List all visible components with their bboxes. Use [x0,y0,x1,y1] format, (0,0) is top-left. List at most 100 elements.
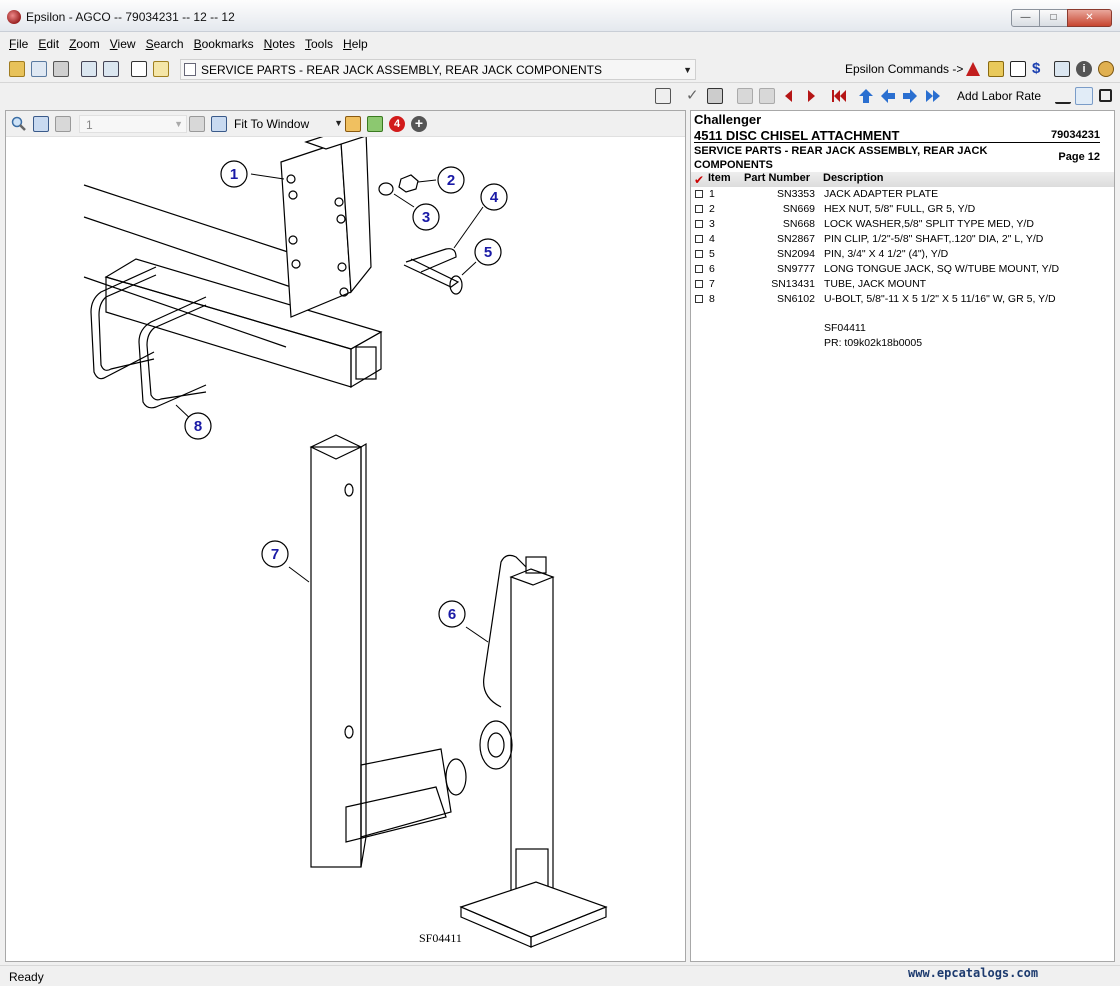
menu-search[interactable]: Search [145,37,184,51]
menu-view[interactable]: View [109,37,136,51]
hotspot-count-badge[interactable]: 4 [389,116,405,132]
bookmark-icon[interactable] [153,61,169,77]
header-divider [694,142,1100,143]
table-row[interactable]: 7 SN13431 TUBE, JACK MOUNT [691,277,1114,292]
info-icon[interactable]: i [1076,61,1092,77]
catalog-part-number: 79034231 [1051,129,1100,141]
parts-list-icon[interactable] [81,61,97,77]
row-checkbox[interactable] [695,235,703,243]
menu-edit[interactable]: Edit [38,37,60,51]
plate-hole [336,214,346,224]
table-row[interactable]: 1 SN3353 JACK ADAPTER PLATE [691,187,1114,202]
maximize-pane-icon[interactable] [1099,89,1112,102]
table-row[interactable]: 4 SN2867 PIN CLIP, 1/2"-5/8" SHAFT,.120"… [691,232,1114,247]
callout-4[interactable] [480,183,508,211]
jack-tube-mount-bore [487,732,505,758]
callout-7[interactable] [261,540,289,568]
menu-file[interactable]: File [9,37,29,51]
notes-edit-icon[interactable] [655,88,671,104]
open-folder-icon[interactable] [9,61,25,77]
table-row[interactable]: 2 SN669 HEX NUT, 5/8" FULL, GR 5, Y/D [691,202,1114,217]
menu-bookmarks[interactable]: Bookmarks [193,37,254,51]
column-part-number[interactable]: Part Number [744,172,811,184]
hex-nut [398,174,419,193]
callout-4-label: 4 [490,189,499,206]
callout-2[interactable] [437,166,465,194]
restore-pane-min-icon[interactable] [1055,88,1071,104]
callout-6-label: 6 [448,606,456,623]
table-row[interactable]: 3 SN668 LOCK WASHER,5/8" SPLIT TYPE MED,… [691,217,1114,232]
pin [403,258,460,288]
add-labor-rate-button[interactable]: Add Labor Rate [957,89,1042,103]
menu-tools[interactable]: Tools [305,37,334,51]
minimize-button[interactable]: — [1011,9,1040,27]
menu-zoom[interactable]: Zoom [69,37,100,51]
maximize-button[interactable]: □ [1039,9,1068,27]
double-arrow-right-icon[interactable] [924,88,940,104]
exploded-parts-drawing: 1 2 3 4 5 6 7 8 SF04411 [83,137,608,948]
add-circle-icon[interactable]: + [411,116,427,132]
row-checkbox[interactable] [695,295,703,303]
callout-5-label: 5 [484,244,492,261]
table-row[interactable]: 6 SN9777 LONG TONGUE JACK, SQ W/TUBE MOU… [691,262,1114,277]
cart-list-icon[interactable] [1054,61,1070,77]
callout-8[interactable] [184,412,212,440]
epsilon-commands-label: Epsilon Commands -> [845,62,964,76]
u-bolt-inner [146,304,207,401]
row-checkbox[interactable] [695,265,703,273]
checkmark-icon[interactable]: ✓ [686,87,699,104]
column-description[interactable]: Description [823,172,884,184]
magnifier-icon[interactable] [11,116,27,132]
lock-washer [378,182,394,196]
next-page-icon[interactable] [803,88,819,104]
callout-5[interactable] [474,238,502,266]
copy-pages-icon[interactable] [988,61,1004,77]
page-number-input[interactable]: 1 ▼ [79,115,187,133]
tongue-bracket-base [345,786,447,843]
user-icon[interactable] [1098,61,1114,77]
zoom-fit-icon[interactable] [211,116,227,132]
image-export-icon[interactable] [345,116,361,132]
jack-foot [459,881,608,938]
agco-logo-icon[interactable] [965,61,981,77]
callout-1[interactable] [220,160,248,188]
tool-gray-icon[interactable] [737,88,753,104]
menu-help[interactable]: Help [343,37,368,51]
parts-search-icon[interactable] [103,61,119,77]
image-refresh-icon[interactable] [367,116,383,132]
dollar-icon[interactable]: $ [1032,60,1041,77]
save-icon[interactable] [31,61,47,77]
arrow-left-icon[interactable] [880,88,896,104]
close-button[interactable]: ✕ [1067,9,1112,27]
table-row[interactable]: 8 SN6102 U-BOLT, 5/8"-11 X 5 1/2" X 5 11… [691,292,1114,307]
previous-page-icon[interactable] [781,88,797,104]
parts-table-header: ✔ Item Part Number Description [691,172,1114,187]
print-icon[interactable] [53,61,69,77]
tool-gray-2-icon[interactable] [759,88,775,104]
zoom-window-icon[interactable] [33,116,49,132]
row-checkbox[interactable] [695,280,703,288]
go-page-icon[interactable] [189,116,205,132]
shopping-cart-icon[interactable] [707,88,723,104]
row-checkbox[interactable] [695,220,703,228]
column-item[interactable]: Item [708,172,731,184]
arrow-right-icon[interactable] [902,88,918,104]
book-icon[interactable] [131,61,147,77]
restore-pane-icon[interactable] [1075,87,1093,105]
drawing-reference: SF04411 [824,322,866,334]
callout-6[interactable] [438,600,466,628]
hierarchy-icon[interactable] [1010,61,1026,77]
zoom-previous-icon[interactable] [55,116,71,132]
check-all-icon[interactable]: ✔ [694,173,705,187]
menu-notes[interactable]: Notes [263,37,295,51]
first-page-icon[interactable] [830,88,846,104]
document-selector[interactable]: SERVICE PARTS - REAR JACK ASSEMBLY, REAR… [180,59,696,80]
table-row[interactable]: 5 SN2094 PIN, 3/4" X 4 1/2" (4"), Y/D [691,247,1114,262]
pin-head [449,275,463,295]
row-checkbox[interactable] [695,250,703,258]
row-checkbox[interactable] [695,190,703,198]
row-checkbox[interactable] [695,205,703,213]
fit-mode-select[interactable]: Fit To Window ▼ [234,117,343,131]
arrow-up-icon[interactable] [858,88,874,104]
callout-3[interactable] [412,203,440,231]
